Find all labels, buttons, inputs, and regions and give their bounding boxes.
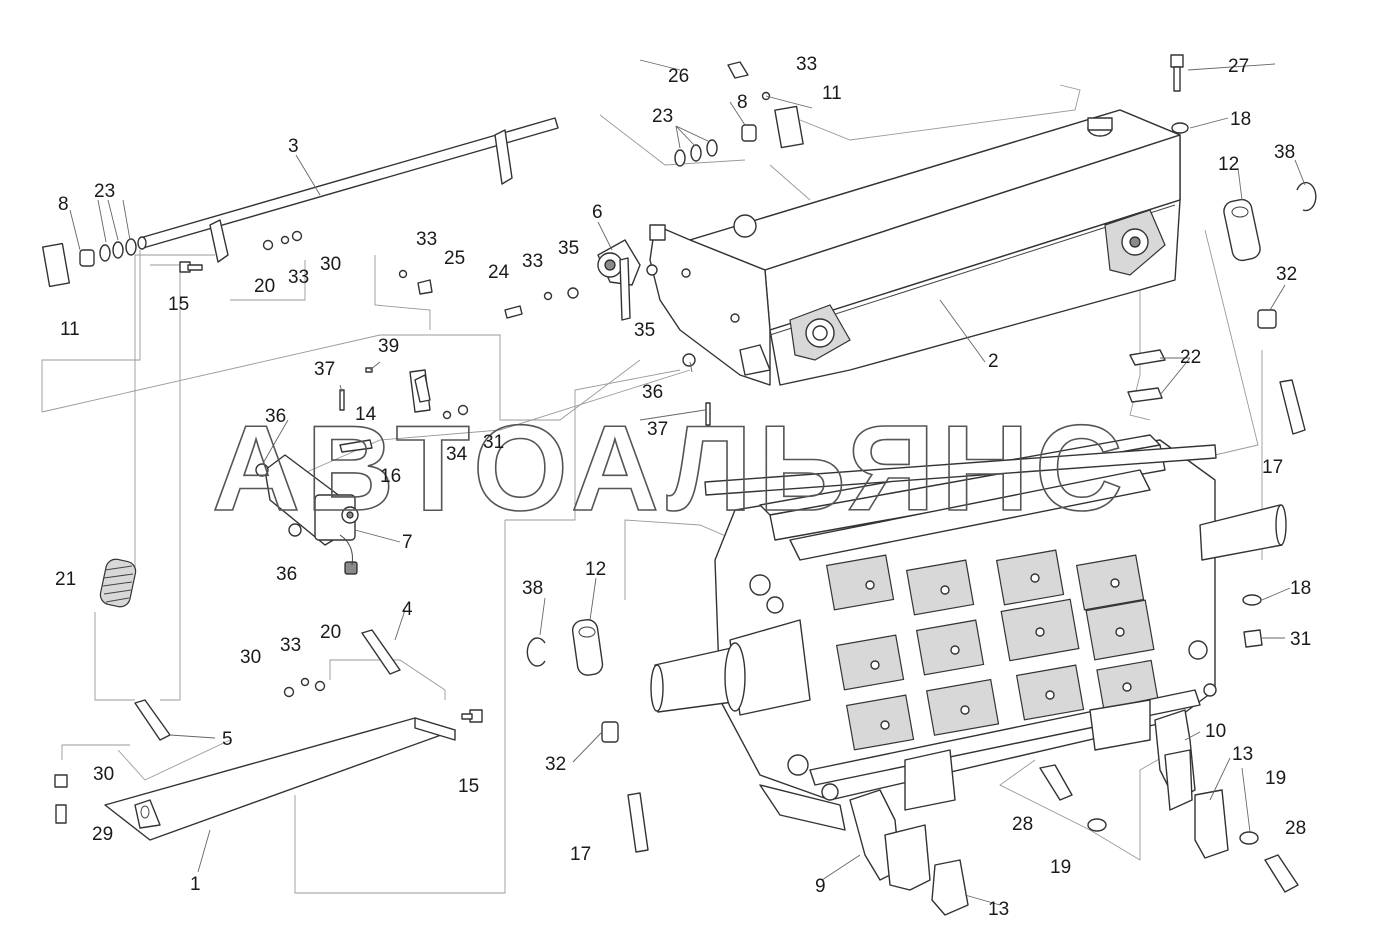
frame-box-part bbox=[649, 109, 1181, 386]
callout-19-right: 19 bbox=[1265, 768, 1286, 789]
callout-33-bottom: 33 bbox=[280, 635, 301, 656]
callout-31-right: 31 bbox=[1290, 629, 1311, 650]
callout-20-bottom: 20 bbox=[320, 622, 341, 643]
callout-33-mid-b: 33 bbox=[522, 251, 543, 272]
callout-13-right: 13 bbox=[1232, 744, 1253, 765]
callout-5: 5 bbox=[222, 729, 233, 750]
callout-11-right: 11 bbox=[822, 83, 842, 104]
callout-37-left: 37 bbox=[314, 359, 335, 380]
callout-37-right: 37 bbox=[647, 419, 668, 440]
callout-24: 24 bbox=[488, 262, 510, 283]
callout-18-right: 18 bbox=[1290, 578, 1311, 599]
callout-11-left: 11 bbox=[60, 319, 80, 340]
callout-33-mid-a: 33 bbox=[416, 229, 437, 250]
callout-32-right: 32 bbox=[1276, 264, 1297, 285]
callout-3: 3 bbox=[288, 136, 299, 157]
support-9-part bbox=[849, 789, 931, 891]
callout-19-center: 19 bbox=[1050, 857, 1071, 878]
callout-13-bottom: 13 bbox=[988, 899, 1009, 920]
rotor-blades bbox=[825, 549, 1159, 751]
callout-30-mid: 30 bbox=[240, 647, 261, 668]
callout-17-bottom: 17 bbox=[570, 844, 591, 865]
callout-36-right: 36 bbox=[642, 382, 663, 403]
callout-29: 29 bbox=[92, 824, 113, 845]
callout-7: 7 bbox=[402, 532, 413, 553]
callout-22: 22 bbox=[1180, 347, 1201, 368]
callout-28-right: 28 bbox=[1285, 818, 1306, 839]
clamp-13-part bbox=[931, 789, 1229, 916]
bushing-12-part bbox=[571, 198, 1261, 676]
callout-39: 39 bbox=[378, 336, 399, 357]
callout-36-left: 36 bbox=[265, 406, 286, 427]
sleeve-32-part bbox=[601, 309, 1277, 743]
assembly-lines bbox=[41, 84, 1263, 894]
callout-12-right: 12 bbox=[1218, 154, 1239, 175]
plate-part bbox=[104, 717, 456, 841]
lever-block-part bbox=[264, 369, 431, 575]
callout-1: 1 bbox=[190, 874, 201, 895]
callout-27: 27 bbox=[1228, 56, 1249, 77]
rotor-drum-part bbox=[650, 434, 1287, 831]
watermark-text: АВТОАЛЬЯНС bbox=[212, 400, 1129, 536]
callout-8-right: 8 bbox=[737, 92, 748, 113]
callout-2: 2 bbox=[988, 351, 999, 372]
link-parts bbox=[134, 629, 401, 741]
callout-31-left: 31 bbox=[483, 432, 504, 453]
support-10-part bbox=[1154, 709, 1196, 811]
callout-33-top: 33 bbox=[796, 54, 817, 75]
callout-16: 16 bbox=[380, 466, 401, 487]
callout-36-bottom: 36 bbox=[276, 564, 297, 585]
callout-23-left: 23 bbox=[94, 181, 115, 202]
callout-28-center: 28 bbox=[1012, 814, 1033, 835]
callout-34: 34 bbox=[446, 444, 468, 465]
callout-30-top: 30 bbox=[320, 254, 341, 275]
spring-part bbox=[99, 558, 137, 608]
callout-12-center: 12 bbox=[585, 559, 606, 580]
callout-15-top: 15 bbox=[168, 294, 189, 315]
callout-26: 26 bbox=[668, 66, 689, 87]
shaft-part bbox=[137, 117, 559, 263]
callout-35-right: 35 bbox=[634, 320, 655, 341]
fasteners bbox=[41, 54, 1299, 893]
callout-32-center: 32 bbox=[545, 754, 566, 775]
callout-18-top: 18 bbox=[1230, 109, 1251, 130]
callout-30-bottom: 30 bbox=[93, 764, 114, 785]
callout-8-left: 8 bbox=[58, 194, 69, 215]
callout-14: 14 bbox=[355, 404, 377, 425]
callout-6: 6 bbox=[592, 202, 603, 223]
callout-38-center: 38 bbox=[522, 578, 543, 599]
circlip-38-part bbox=[526, 181, 1317, 667]
pin-17-part bbox=[627, 379, 1306, 853]
callout-labels: 1 2 3 4 5 6 7 8 8 9 10 11 11 12 12 13 13… bbox=[55, 54, 1311, 920]
callout-21: 21 bbox=[55, 569, 76, 590]
leader-lines bbox=[69, 59, 1306, 906]
callout-33-left: 33 bbox=[288, 267, 309, 288]
callout-25: 25 bbox=[444, 248, 465, 269]
callout-20-top: 20 bbox=[254, 276, 275, 297]
bearing-part bbox=[597, 239, 641, 321]
callout-23-right: 23 bbox=[652, 106, 673, 127]
callout-38-right: 38 bbox=[1274, 142, 1295, 163]
callout-35-left: 35 bbox=[558, 238, 579, 259]
callout-4: 4 bbox=[402, 599, 413, 620]
callout-15-bottom: 15 bbox=[458, 776, 479, 797]
callout-10: 10 bbox=[1205, 721, 1226, 742]
callout-17-right: 17 bbox=[1262, 457, 1283, 478]
callout-9: 9 bbox=[815, 876, 826, 897]
